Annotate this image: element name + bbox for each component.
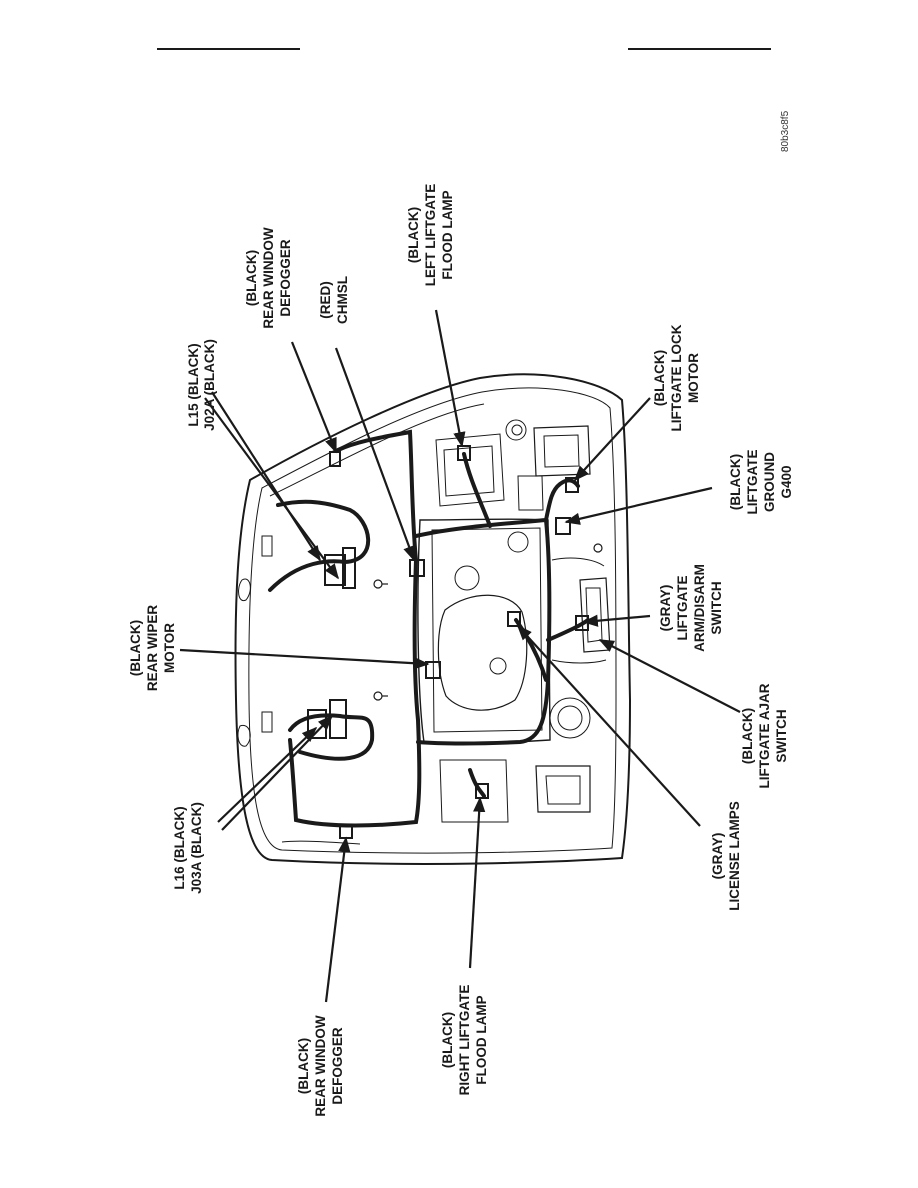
- leader-arm-disarm: [582, 614, 651, 627]
- leader-license: [516, 624, 701, 827]
- liftgate-drawing: [234, 373, 632, 865]
- figure-reference: 80b3c8f5: [780, 110, 791, 152]
- label-chmsl: (RED)CHMSL: [318, 276, 350, 324]
- leader-l15-a: [211, 391, 321, 562]
- leader-wiper: [179, 648, 430, 670]
- wire-harness: [268, 429, 590, 839]
- leader-l16-a: [217, 726, 318, 823]
- leader-left-flood: [434, 309, 466, 448]
- leader-right-flood: [468, 796, 486, 969]
- leader-lines: [179, 309, 741, 1003]
- inner-panel: [417, 518, 551, 744]
- callout-labels: L15 (BLACK)J02A (BLACK) (BLACK)REAR WIND…: [128, 184, 794, 1117]
- bolt: [373, 543, 603, 701]
- leader-chmsl: [334, 347, 416, 562]
- leader-l15-b: [204, 397, 339, 580]
- label-l15: L15 (BLACK)J02A (BLACK): [186, 339, 217, 431]
- leader-defogger-top: [290, 341, 338, 454]
- liftgate-outline: [234, 373, 632, 865]
- leader-lock-motor: [573, 397, 651, 482]
- leader-l16-b: [221, 714, 334, 831]
- label-license-lamps: (GRAY)LICENSE LAMPS: [710, 801, 742, 911]
- leader-ground: [564, 486, 713, 525]
- label-l16: L16 (BLACK)J03A (BLACK): [172, 802, 204, 894]
- svg-text:L15 (BLACK)J02A (BLACK): L15 (BLACK)J02A (BLACK): [186, 339, 217, 431]
- leader-ajar: [598, 639, 741, 713]
- svg-text:(RED)CHMSL: (RED)CHMSL: [318, 276, 350, 324]
- svg-text:(GRAY)LICENSE LAMPS: (GRAY)LICENSE LAMPS: [710, 801, 742, 911]
- leader-defogger-bottom: [324, 836, 351, 1003]
- svg-text:L16 (BLACK)J03A (BLACK): L16 (BLACK)J03A (BLACK): [172, 802, 204, 894]
